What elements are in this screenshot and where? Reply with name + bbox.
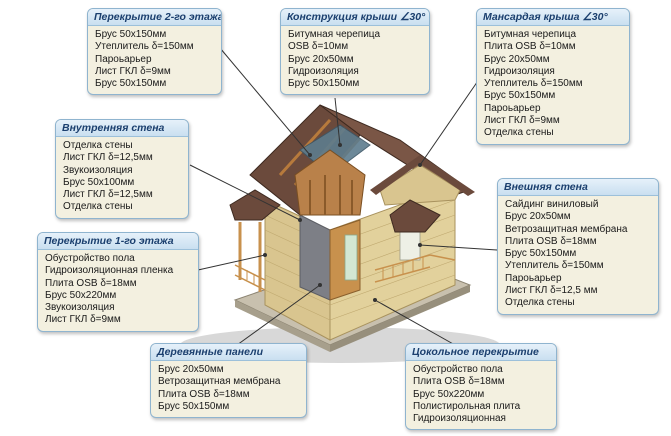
callout-line: Брус 50х150мм (288, 78, 360, 90)
callout-line: Лист ГКЛ δ=9мм (484, 115, 560, 127)
window-left (344, 234, 358, 281)
callout-line: Лист ГКЛ δ=12,5мм (63, 189, 153, 201)
leader-lines (189, 47, 498, 346)
callout-line: Брус 20х50мм (484, 53, 550, 65)
callout-floor2: Перекрытие 2-го этажа Брус 50х150мм Утеп… (87, 8, 222, 96)
rail-balusters (239, 257, 424, 287)
callout-line: Пароьарьер (484, 102, 541, 114)
callout-line: Брус 20х50мм (288, 53, 354, 65)
callout-title: Перекрытие 2-го этажа (88, 9, 221, 26)
callout-line: Ветрозащитная мембрана (505, 223, 628, 235)
callout-title: Конструкция крыши ∠30° (281, 9, 429, 26)
callout-title: Деревянные панели (151, 344, 306, 361)
callout-line: Плита OSB δ=18мм (45, 277, 137, 289)
callout-title: Внутренняя стена (56, 120, 188, 137)
callout-line: Звукоизоляция (45, 302, 115, 314)
callout-line: Сайдинг виниловый (505, 199, 599, 210)
callout-line: Отделка стены (63, 201, 133, 213)
callout-line: Утеплитель δ=150мм (484, 78, 583, 90)
porch-roof-right (389, 199, 441, 233)
callout-line: Лист ГКЛ δ=9мм (45, 314, 121, 326)
callout-line: OSB δ=10мм (288, 41, 349, 53)
callout-title: Цокольное перекрытие (406, 344, 556, 361)
callout-line: Утеплитель δ=150мм (505, 260, 604, 272)
callout-line: Брус 20х50мм (158, 364, 224, 375)
right-gable-roof (370, 155, 475, 196)
callout-line: Брус 50х220мм (45, 289, 117, 301)
callout-line: Отделка стены (63, 140, 133, 151)
callout-line: Звукоизоляция (63, 164, 133, 176)
callout-title: Мансардая крыша ∠30° (477, 9, 629, 26)
callout-line: Лист ГКЛ δ=12,5мм (63, 152, 153, 164)
callout-line: Брус 50х150мм (95, 78, 167, 90)
callout-line: Ветрозащитная мембрана (158, 376, 281, 388)
callout-mansard: Мансардая крыша ∠30° Битумная черепица П… (476, 8, 630, 145)
callout-line: Брус 50х220мм (413, 388, 485, 400)
callout-inner-wall: Внутренняя стена Отделка стены Лист ГКЛ … (55, 119, 189, 219)
callout-line: Отделка стены (505, 297, 575, 309)
callout-line: Брус 50х150мм (484, 90, 556, 102)
callout-title: Внешняя стена (498, 179, 658, 196)
right-gable (379, 164, 461, 206)
callout-line: Брус 50х100мм (63, 176, 135, 188)
callout-line: Брус 50х150мм (505, 248, 577, 260)
cutaway-panel (299, 214, 331, 301)
callout-line: Лист ГКЛ δ=9мм (95, 65, 171, 77)
callout-line: Плита OSB δ=18мм (158, 388, 250, 400)
callout-line: Битумная черепица (288, 29, 381, 40)
callout-line: Обустройство пола (413, 364, 503, 375)
callout-line: Плита OSB δ=18мм (413, 376, 505, 388)
leader-dots (263, 143, 422, 302)
callout-line: Брус 20х50мм (505, 211, 571, 223)
callout-line: Утеплитель δ=150мм (95, 41, 194, 53)
callout-line: Пароьарьер (95, 53, 152, 65)
dormer-studs (309, 175, 353, 215)
window-right (399, 229, 421, 261)
callout-line: Плита OSB δ=10мм (484, 41, 576, 53)
callout-wood-panels: Деревянные панели Брус 20х50мм Ветрозащи… (150, 343, 307, 419)
callout-outer-wall: Внешняя стена Сайдинг виниловый Брус 20х… (497, 178, 659, 315)
callout-line: Гидроизоляция (288, 65, 359, 77)
callout-line: Лист ГКЛ δ=12,5 мм (505, 285, 598, 297)
callout-floor1: Перекрытие 1-го этажа Обустройство пола … (37, 232, 199, 332)
callout-line: Плита OSB δ=18мм (505, 235, 597, 247)
callout-line: Полистирольная плита (413, 400, 521, 412)
callout-line: Брус 50х150мм (158, 400, 230, 412)
callout-basement: Цокольное перекрытие Обустройство пола П… (405, 343, 557, 431)
porch-roof-left (229, 189, 281, 221)
callout-roof: Конструкция крыши ∠30° Битумная черепица… (280, 8, 430, 96)
dormer (294, 149, 366, 216)
callout-line: Гидроизоляционная пленка (45, 265, 174, 277)
foundation-front (235, 300, 330, 352)
callout-line: Отделка стены (484, 127, 554, 139)
callout-line: Обустройство пола (45, 253, 135, 264)
callout-title: Перекрытие 1-го этажа (38, 233, 198, 250)
callout-line: Брус 50х150мм (95, 29, 167, 40)
callout-line: Пароьарьер (505, 272, 562, 284)
foundation-side (330, 285, 470, 352)
callout-line: Гидроизоляция (484, 65, 555, 77)
callout-line: Гидроизоляционная (413, 413, 506, 425)
callout-line: Битумная черепица (484, 29, 577, 40)
